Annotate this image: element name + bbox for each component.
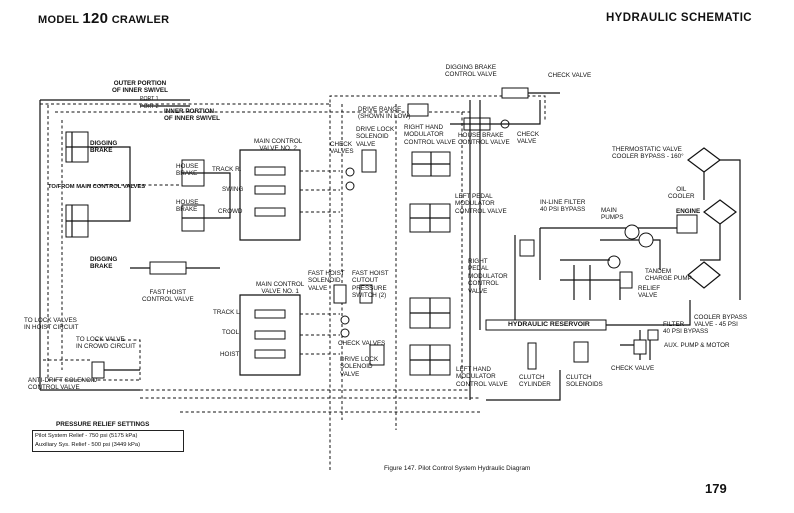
pilot-line-top xyxy=(40,95,546,120)
label-house-brake-cv: HOUSE BRAKE CONTROL VALVE xyxy=(458,132,510,147)
label-main-cv2: MAIN CONTROL VALVE NO. 2 xyxy=(254,138,303,153)
label-clutch-cylinder: CLUTCH CYLINDER xyxy=(519,374,551,389)
label-fast-hoist-cutout: FAST HOIST CUTOUT PRESSURE SWITCH (2) xyxy=(352,270,389,300)
label-fast-hoist-cv: FAST HOIST CONTROL VALVE xyxy=(142,289,194,304)
spool-hoist xyxy=(254,349,286,359)
label-thermostatic: THERMOSTATIC VALVE COOLER BYPASS - 160° xyxy=(612,146,684,161)
label-drive-lock-solenoid-low: DRIVE LOCK SOLENOID VALVE xyxy=(340,356,379,378)
label-check-valve-low: CHECK VALVE xyxy=(611,365,655,372)
inline-filter-symbol xyxy=(519,239,535,257)
label-tool: TOOL xyxy=(222,329,240,336)
thermostatic-valve-symbol xyxy=(687,147,721,173)
label-drive-range: DRIVE RANGE (SHOWN IN LOW) xyxy=(358,106,411,121)
fast-hoist-solenoid-symbol xyxy=(333,284,347,304)
drive-lock-solenoid-low xyxy=(369,344,385,366)
spool-crowd xyxy=(254,207,286,217)
label-relief-valve: RELIEF VALVE xyxy=(638,285,661,300)
label-oil-cooler: OIL COOLER xyxy=(668,186,695,201)
main-pump-1 xyxy=(624,224,640,240)
spool-swing xyxy=(254,185,286,195)
pilot-line-left xyxy=(47,105,140,381)
label-tandem-pump: TANDEM CHARGE PUMP xyxy=(645,268,692,283)
label-check-valves-low: CHECK VALVES xyxy=(338,340,386,347)
section-title: HYDRAULIC SCHEMATIC xyxy=(605,12,752,24)
label-drive-lock-solenoid-top: DRIVE LOCK SOLENOID VALVE xyxy=(356,126,395,148)
oil-cooler-symbol xyxy=(703,199,737,225)
digging-brake-cv-symbol xyxy=(501,87,529,99)
label-rh-modulator: RIGHT HAND MODULATOR CONTROL VALVE xyxy=(404,124,456,146)
model-number: 120 xyxy=(82,10,109,27)
label-fast-hoist-solenoid: FAST HOIST SOLENOID VALVE xyxy=(308,270,345,292)
main-cv1-box xyxy=(239,294,301,376)
label-check-valve-mid: CHECK VALVE xyxy=(517,131,540,146)
label-track-l: TRACK L xyxy=(213,309,240,316)
check-valve-top-1 xyxy=(345,167,355,177)
label-swing: SWING xyxy=(222,186,244,193)
cooler-bypass-valve-symbol xyxy=(687,261,721,289)
label-track-r: TRACK R. xyxy=(212,166,242,173)
label-digging-brake-top: DIGGING BRAKE xyxy=(90,140,118,155)
tandem-pump-symbol xyxy=(607,255,621,269)
label-inner-portion: INNER PORTION OF INNER SWIVEL xyxy=(164,108,220,123)
anti-drift-valve-symbol xyxy=(91,361,105,379)
label-clutch-solenoids: CLUTCH SOLENOIDS xyxy=(566,374,603,389)
drive-range-symbol xyxy=(407,103,429,117)
filter-symbol xyxy=(647,329,659,341)
spool-track-r xyxy=(254,166,286,176)
label-left-pedal-mod: LEFT PEDAL MODULATOR CONTROL VALVE xyxy=(455,193,507,215)
spool-tool xyxy=(254,330,286,340)
pressure-relief-title: PRESSURE RELIEF SETTINGS xyxy=(56,421,150,428)
model-suffix: CRAWLER xyxy=(111,14,170,26)
pressure-relief-box: Pilot System Relief - 750 psi (5175 kPa)… xyxy=(32,430,184,452)
label-right-pedal-mod: RIGHT PEDAL MODULATOR CONTROL VALVE xyxy=(468,258,508,295)
label-cooler-bypass-45: COOLER BYPASS VALVE - 45 PSI xyxy=(694,314,748,329)
label-check-valves-top: CHECK VALVES xyxy=(330,141,354,156)
label-to-lock-valves-hoist: TO LOCK VALVES IN HOIST CIRCUIT xyxy=(24,317,79,332)
clutch-solenoids-symbol xyxy=(573,341,589,363)
label-port1: PORT 1 xyxy=(140,96,159,102)
label-main-cv1: MAIN CONTROL VALVE NO. 1 xyxy=(256,281,305,296)
fast-hoist-cv-symbol xyxy=(149,261,187,275)
label-hoist: HOIST xyxy=(220,351,240,358)
label-to-from-main: TO/FROM MAIN CONTROL VALVES xyxy=(48,184,146,190)
engine-symbol xyxy=(676,214,698,234)
label-digging-brake-cv: DIGGING BRAKE CONTROL VALVE xyxy=(445,64,497,79)
label-digging-brake-bottom: DIGGING BRAKE xyxy=(90,256,118,271)
label-engine: ENGINE xyxy=(676,208,701,215)
main-cv2-box xyxy=(239,149,301,241)
model-header: MODEL 120 CRAWLER xyxy=(38,10,169,27)
pressure-relief-line-2: Auxiliary Sys. Relief - 500 psi (3449 kP… xyxy=(35,442,141,448)
check-valve-top-2 xyxy=(345,181,355,191)
label-house-brake-2: HOUSE BRAKE xyxy=(176,199,199,214)
model-prefix: MODEL xyxy=(38,14,80,26)
drive-lock-solenoid-top xyxy=(361,149,377,173)
label-inline-filter: IN-LINE FILTER 40 PSI BYPASS xyxy=(540,199,586,214)
page-number: 179 xyxy=(705,481,727,496)
label-hydraulic-reservoir: HYDRAULIC RESERVOIR xyxy=(508,321,590,328)
pressure-relief-line-1: Pilot System Relief - 750 psi (5175 kPa) xyxy=(35,433,138,439)
label-outer-portion: OUTER PORTION OF INNER SWIVEL xyxy=(112,80,168,95)
spool-track-l xyxy=(254,309,286,319)
label-crowd: CROWD xyxy=(218,208,243,215)
label-filter-bypass: FILTER 40 PSI BYPASS xyxy=(663,321,709,336)
label-aux-pump-motor: AUX. PUMP & MOTOR xyxy=(664,342,730,349)
relief-valve-symbol xyxy=(619,271,633,289)
clutch-cylinder-symbol xyxy=(527,342,537,370)
check-valve-low-1 xyxy=(340,315,350,325)
label-house-brake-1: HOUSE BRAKE xyxy=(176,163,199,178)
figure-caption: Figure 147. Pilot Control System Hydraul… xyxy=(384,465,531,472)
fast-hoist-cutout-symbol xyxy=(359,284,373,304)
swivel-port-lines xyxy=(140,99,190,107)
label-to-lock-valve-crowd: TO LOCK VALVE IN CROWD CIRCUIT xyxy=(76,336,136,351)
check-valve-low-2 xyxy=(340,328,350,338)
label-check-valve-top: CHECK VALVE xyxy=(548,72,592,79)
label-main-pumps: MAIN PUMPS xyxy=(601,207,624,222)
label-anti-drift: ANTI-DRIFT SOLENOID CONTROL VALVE xyxy=(28,377,98,392)
aux-pump-symbol xyxy=(633,339,647,355)
label-port2: PORT 2 xyxy=(140,104,159,110)
main-pump-2 xyxy=(638,232,654,248)
label-lh-modulator: LEFT HAND MODULATOR CONTROL VALVE xyxy=(456,366,508,388)
